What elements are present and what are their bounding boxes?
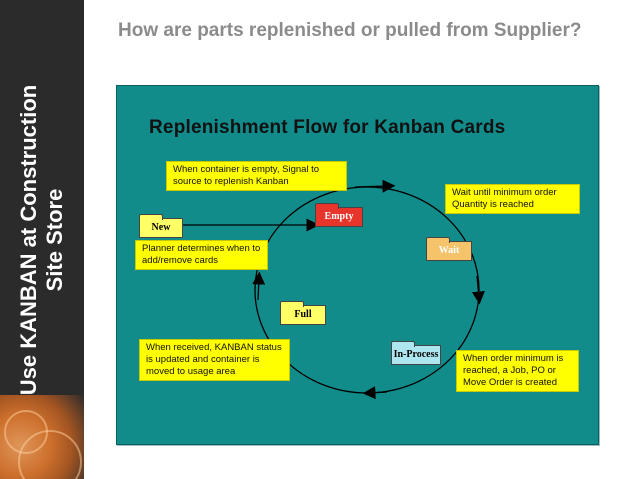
flow-arrow <box>354 179 396 193</box>
vertical-title: Use KANBAN at Construction Site Store <box>16 85 68 395</box>
note-empty: When container is empty, Signal to sourc… <box>166 161 347 191</box>
note-received: When received, KANBAN status is updated … <box>139 339 290 381</box>
kanban-diagram: Replenishment Flow for Kanban Cards New … <box>116 85 599 445</box>
sidebar-swirl <box>18 430 82 479</box>
slide-heading: How are parts replenished or pulled from… <box>118 20 582 41</box>
vertical-title-line2: Site Store <box>42 188 67 292</box>
flow-arrow <box>471 275 485 305</box>
vertical-title-line1: Use KANBAN at Construction <box>16 84 41 396</box>
state-wait: Wait <box>426 237 472 261</box>
flow-arrow <box>252 271 266 301</box>
diagram-title: Replenishment Flow for Kanban Cards <box>149 117 506 138</box>
flow-arrow <box>362 386 388 400</box>
state-in-process: In-Process <box>391 341 441 365</box>
note-planner: Planner determines when to add/remove ca… <box>135 240 268 270</box>
note-wait: Wait until minimum order Quantity is rea… <box>445 184 580 214</box>
note-order: When order minimum is reached, a Job, PO… <box>456 350 579 392</box>
state-new: New <box>139 214 183 238</box>
state-empty: Empty <box>315 203 363 227</box>
sidebar: Use KANBAN at Construction Site Store <box>0 0 84 479</box>
flow-cycle <box>183 179 485 400</box>
state-full: Full <box>280 301 326 325</box>
